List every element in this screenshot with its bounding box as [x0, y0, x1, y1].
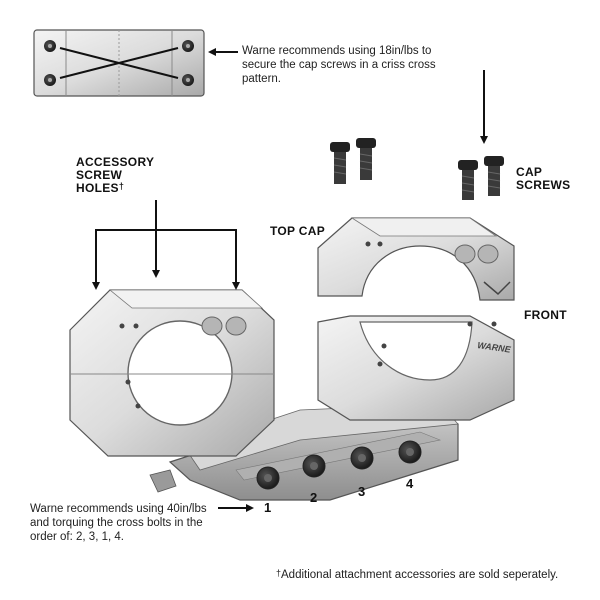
cross-bolt-torque-note: Warne recommends using 40in/lbs and torq… — [30, 503, 207, 543]
top-view-screw — [182, 74, 194, 86]
top-cap-label: TOP CAP — [270, 224, 326, 238]
cap-screws-label: CAP SCREWS — [516, 166, 570, 192]
footnote-text: Additional attachment accessories are so… — [281, 569, 559, 581]
accessory-screw-holes-label: ACCESSORY SCREW HOLES† — [76, 156, 154, 195]
top-view-screw — [44, 74, 56, 86]
footnote-dagger: † — [276, 568, 282, 578]
rear-ring — [69, 289, 275, 457]
accessory-label-line2: SCREW — [76, 168, 123, 182]
footnote: †Additional attachment accessories are s… — [276, 568, 576, 582]
top-view-screw — [44, 40, 56, 52]
cross-bolt-1 — [256, 466, 280, 490]
bolt-order-2: 2 — [310, 490, 318, 505]
warne-engraving: WARNE — [477, 340, 513, 355]
accessory-label-line1: ACCESSORY — [76, 155, 155, 169]
accessory-label-line3-row: HOLES† — [76, 181, 154, 195]
cross-bolt-4 — [398, 440, 422, 464]
accessory-bracket — [92, 200, 240, 290]
top-cap-part — [317, 217, 515, 301]
top-view-screw — [182, 40, 194, 52]
cap-screws-line2: SCREWS — [516, 178, 571, 192]
cross-bolt-3 — [350, 446, 374, 470]
cap-screws-line1: CAP — [516, 165, 543, 179]
loose-screw — [330, 142, 350, 184]
accessory-dagger: † — [118, 181, 125, 191]
cross-bolt-2 — [302, 454, 326, 478]
front-ring — [317, 315, 515, 421]
cap-torque-note: Warne recommends using 18in/lbs to secur… — [242, 45, 436, 85]
bolt-order-4: 4 — [406, 476, 414, 491]
loose-screw — [356, 138, 376, 180]
bolt-order-1: 1 — [264, 500, 272, 515]
loose-screw — [484, 156, 504, 196]
cap-top-view — [33, 29, 205, 97]
front-label: FRONT — [524, 308, 567, 322]
bolt-order-3: 3 — [358, 484, 366, 499]
loose-screw — [458, 160, 478, 200]
criss-cross-line — [59, 47, 179, 79]
accessory-label-line3: HOLES — [76, 181, 119, 195]
